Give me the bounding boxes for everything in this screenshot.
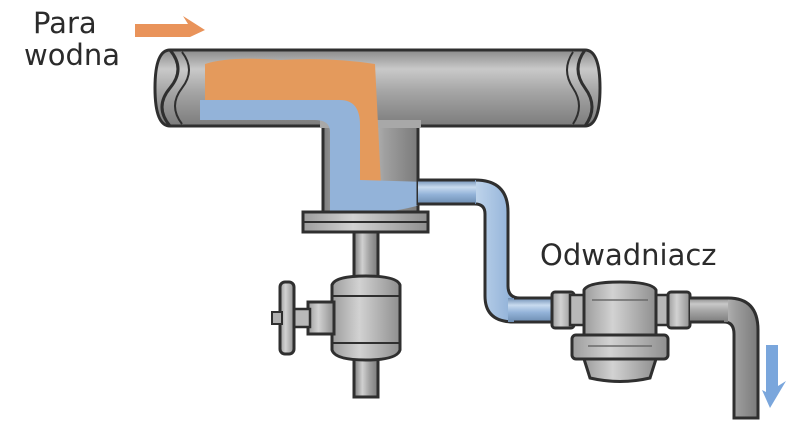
steam-flow-arrow-icon	[135, 16, 205, 37]
condensate-flow-arrow-icon	[762, 345, 786, 408]
blowdown-valve	[271, 274, 402, 362]
steam-trap-body	[570, 280, 670, 383]
trap-label: Odwadniacz	[540, 238, 717, 272]
steam-label-line2: wodna	[24, 38, 121, 72]
steam-label-line1: Para	[33, 6, 97, 40]
trap-inlet-pipe	[416, 178, 562, 324]
condensate-region	[200, 100, 428, 215]
steam-region	[205, 58, 381, 188]
pocket-flange	[301, 210, 430, 234]
trap-outlet-pipe	[688, 296, 760, 420]
